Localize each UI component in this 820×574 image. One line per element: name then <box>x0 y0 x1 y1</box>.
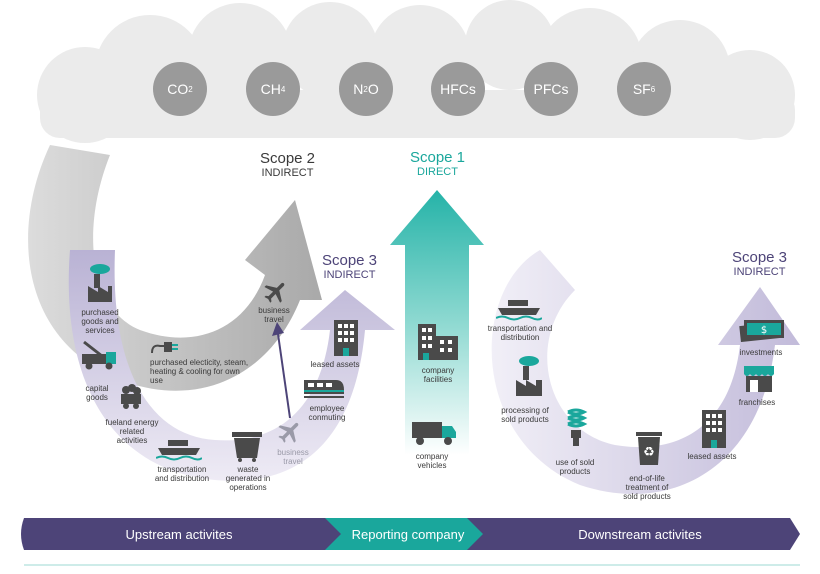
band-downstream-label: Downstream activites <box>578 526 702 542</box>
coal-cart-icon <box>121 384 141 409</box>
money-stack-icon: $ <box>739 320 784 342</box>
label-transport-upstream: transportation and distribution <box>154 465 210 483</box>
label-business-travel: business travel <box>258 306 290 324</box>
label-waste: waste generated in operations <box>225 465 271 492</box>
lightbulb-icon <box>567 408 588 446</box>
label-purchased-goods: purchased goods and services <box>81 308 119 335</box>
cargo-ship-icon-downstream <box>496 300 542 321</box>
downstream-band <box>467 518 800 550</box>
label-investments: investments <box>739 348 783 357</box>
gas-pfcs: PFCs <box>524 62 578 116</box>
processing-factory-icon <box>516 356 542 396</box>
building-icon-downstream <box>702 410 726 448</box>
waste-bin-icon <box>232 432 262 462</box>
label-electricity: purchased electicity, steam, heating & c… <box>150 358 249 385</box>
power-plug-icon <box>151 342 178 354</box>
label-employee-commuting: employee conmuting <box>308 404 346 422</box>
label-company-vehicles: company vehicles <box>415 452 449 470</box>
svg-text:♻: ♻ <box>643 445 655 460</box>
label-processing: processing of sold products <box>501 406 549 424</box>
recycle-bin-icon: ♻ <box>636 432 662 465</box>
building-icon-upstream <box>334 320 358 356</box>
storefront-icon <box>744 366 774 392</box>
cargo-ship-icon <box>156 440 202 461</box>
label-transport-downstream: transportation and distribution <box>487 324 553 342</box>
scope2-title: Scope 2 INDIRECT <box>259 150 316 179</box>
svg-text:$: $ <box>761 325 767 336</box>
band-reporting-label: Reporting company <box>351 526 465 542</box>
scope3-upstream-arrow <box>68 250 395 481</box>
label-franchises: franchises <box>738 398 776 407</box>
cloud-background <box>37 0 795 143</box>
label-leased-assets-downstream: leased assets <box>687 452 737 461</box>
label-use-of-products: use of sold products <box>555 458 595 476</box>
business-travel-link <box>277 333 291 419</box>
label-company-facilities: company facilities <box>421 366 455 384</box>
label-business-travel-faded: business travel <box>277 448 309 466</box>
scope1-arrow <box>390 190 484 455</box>
truck-icon <box>412 422 456 445</box>
company-building-icon <box>418 324 458 360</box>
airplane-icon <box>264 282 285 303</box>
band-upstream-label: Upstream activites <box>125 526 233 542</box>
link-arrowhead <box>272 322 284 336</box>
label-end-of-life: end-of-life treatment of sold products <box>623 474 671 501</box>
scope1-title: Scope 1 DIRECT <box>409 149 466 178</box>
crane-truck-icon <box>82 340 116 370</box>
label-fuel-energy: fueland energy related activities <box>105 418 159 445</box>
scope3-downstream-title: Scope 3 INDIRECT <box>731 249 788 278</box>
reporting-band <box>325 518 498 550</box>
upstream-band <box>21 518 356 550</box>
gas-hfcs: HFCs <box>431 62 485 116</box>
airplane-icon-faded <box>278 422 299 443</box>
train-icon <box>304 380 344 398</box>
scope3-upstream-title: Scope 3 INDIRECT <box>321 252 378 281</box>
label-leased-assets-upstream: leased assets <box>310 360 360 369</box>
label-capital-goods: capital goods <box>85 384 109 402</box>
factory-icon <box>88 264 112 302</box>
